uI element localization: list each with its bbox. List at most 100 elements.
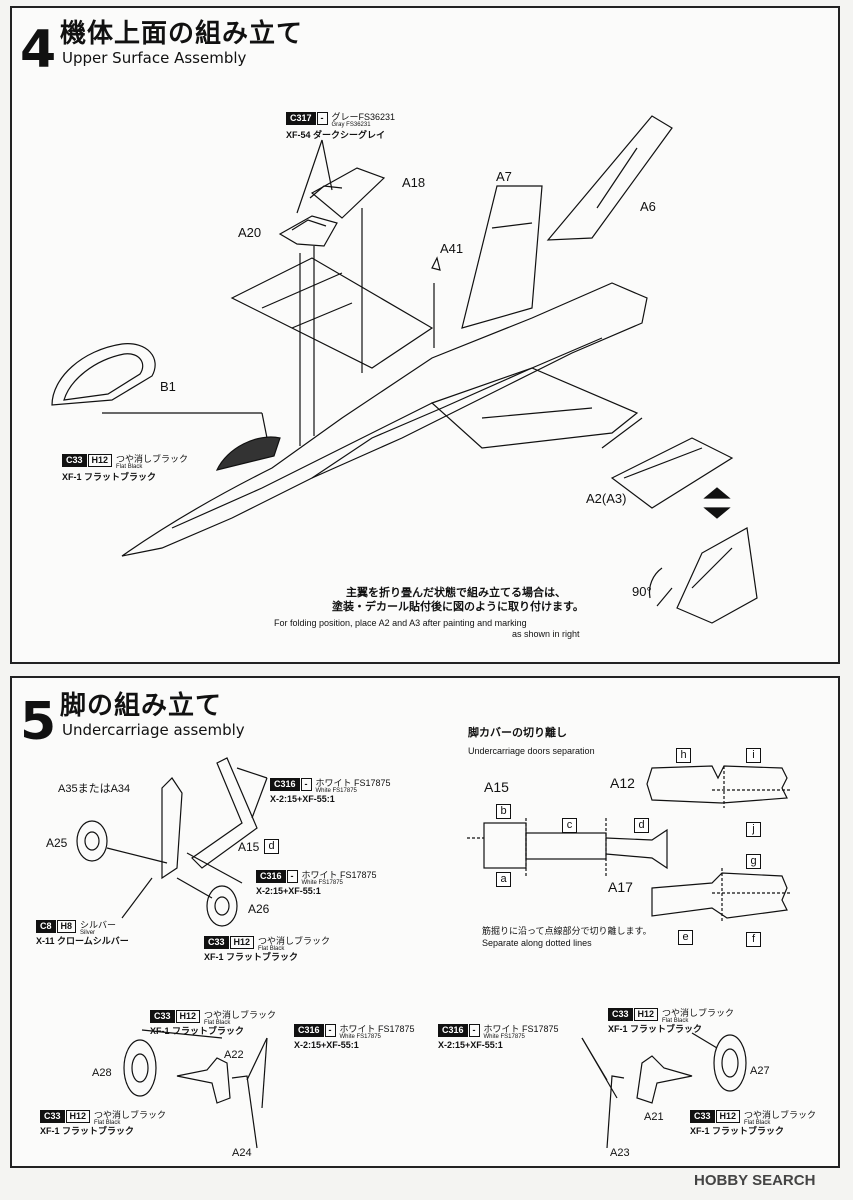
cut-note-en: Separate along dotted lines bbox=[482, 938, 592, 948]
paint-name-jp: つや消しブラック bbox=[744, 1110, 817, 1120]
paint-code-alt: H12 bbox=[633, 1008, 659, 1021]
paint-mix-flat-black-4: XF-1 フラットブラック bbox=[608, 1024, 703, 1034]
paint-name-jp: ホワイト FS17875 bbox=[339, 1024, 415, 1034]
step-5-panel: 5 脚の組み立て Undercarriage assembly bbox=[10, 676, 840, 1168]
paint-code: C316 bbox=[438, 1024, 468, 1037]
paint-mix-white-3: X-2:15+XF-55:1 bbox=[294, 1040, 359, 1050]
step-number: 5 bbox=[20, 692, 57, 752]
paint-mix-flat-black-3: XF-1 フラットブラック bbox=[40, 1126, 135, 1136]
paint-info: グレーFS36231 Gray FS36231 bbox=[332, 112, 396, 129]
box-label-b: b bbox=[496, 804, 511, 819]
label-a27: A27 bbox=[750, 1065, 770, 1077]
note-jp-2: 塗装・デカール貼付後に図のように取り付けます。 bbox=[332, 601, 584, 613]
paint-name-jp: ホワイト FS17875 bbox=[483, 1024, 559, 1034]
paint-code: C316 bbox=[256, 870, 286, 883]
paint-code: C33 bbox=[150, 1010, 175, 1023]
note-en-2: as shown in right bbox=[512, 629, 580, 639]
box-label-d-small: d bbox=[264, 839, 279, 854]
step-title-jp: 機体上面の組み立て bbox=[60, 19, 304, 49]
label-a7: A7 bbox=[496, 169, 512, 184]
paint-name-en: White FS17875 bbox=[483, 1034, 525, 1040]
paint-mix-white-4: X-2:15+XF-55:1 bbox=[438, 1040, 503, 1050]
paint-code: C33 bbox=[690, 1110, 715, 1123]
label-a12: A12 bbox=[610, 775, 635, 791]
step-title-en: Upper Surface Assembly bbox=[62, 49, 247, 67]
cut-note-jp: 筋掘りに沿って点線部分で切り離します。 bbox=[482, 926, 652, 936]
label-a41: A41 bbox=[440, 241, 464, 256]
paint-code-alt: - bbox=[286, 870, 298, 883]
doors-title-en: Undercarriage doors separation bbox=[468, 746, 595, 756]
paint-code-gray: C317 - グレーFS36231 Gray FS36231 bbox=[286, 112, 395, 129]
note-en-1: For folding position, place A2 and A3 af… bbox=[274, 618, 527, 628]
label-90-degrees: 90° bbox=[632, 584, 652, 599]
box-label-f: f bbox=[746, 932, 761, 947]
paint-code: C316 bbox=[270, 778, 300, 791]
box-label-d: d bbox=[634, 818, 649, 833]
paint-mix-flat-black-1: XF-1 フラットブラック bbox=[204, 952, 299, 962]
label-a21: A21 bbox=[644, 1111, 664, 1123]
paint-code-alt: - bbox=[468, 1024, 480, 1037]
undercarriage-diagram bbox=[76, 757, 792, 1149]
paint-code: C316 bbox=[294, 1024, 324, 1037]
step-title-jp: 脚の組み立て bbox=[60, 691, 223, 721]
paint-mix-white-2: X-2:15+XF-55:1 bbox=[256, 886, 321, 896]
box-label-h: h bbox=[676, 748, 691, 763]
label-a15-small: A15 bbox=[238, 840, 260, 854]
paint-code-alt: H12 bbox=[229, 936, 255, 949]
paint-name-en: Flat Black bbox=[744, 1120, 771, 1126]
paint-name-jp: グレーFS36231 bbox=[331, 112, 396, 122]
paint-code-alt: H12 bbox=[65, 1110, 91, 1123]
label-a17: A17 bbox=[608, 879, 633, 895]
label-a23: A23 bbox=[610, 1147, 630, 1159]
box-label-j: j bbox=[746, 822, 761, 837]
paint-code-flat-black: C33 H12 つや消しブラック Flat Black bbox=[62, 454, 188, 471]
doors-title-jp: 脚カバーの切り離し bbox=[468, 727, 567, 739]
paint-mix-flat-black: XF-1 フラットブラック bbox=[62, 472, 157, 482]
paint-code-alt: H12 bbox=[715, 1110, 741, 1123]
label-a24: A24 bbox=[232, 1147, 252, 1159]
label-a25: A25 bbox=[46, 836, 68, 850]
paint-name-en: Flat Black bbox=[116, 464, 143, 470]
paint-name-en: White FS17875 bbox=[301, 880, 343, 886]
paint-name-en: Flat Black bbox=[204, 1020, 231, 1026]
label-a2-a3: A2(A3) bbox=[586, 491, 627, 506]
paint-name-en: White FS17875 bbox=[339, 1034, 381, 1040]
box-label-a: a bbox=[496, 872, 511, 887]
paint-name-jp: ホワイト FS17875 bbox=[315, 778, 391, 788]
label-a18: A18 bbox=[402, 175, 426, 190]
step-title-en: Undercarriage assembly bbox=[62, 721, 245, 739]
label-a6: A6 bbox=[640, 199, 656, 214]
paint-name-jp: シルバー bbox=[80, 920, 117, 930]
paint-code: C33 bbox=[62, 454, 87, 467]
box-label-c: c bbox=[562, 818, 577, 833]
paint-code: C33 bbox=[40, 1110, 65, 1123]
paint-code-alt: - bbox=[316, 112, 328, 125]
hobby-search-watermark: HOBBY SEARCH bbox=[694, 1172, 816, 1189]
paint-mix-gray: XF-54 ダークシーグレイ bbox=[286, 130, 386, 140]
paint-mix-flat-black-2: XF-1 フラットブラック bbox=[150, 1026, 245, 1036]
paint-code-alt: H12 bbox=[175, 1010, 201, 1023]
paint-name-en: Silver bbox=[80, 930, 96, 936]
paint-name-jp: つや消しブラック bbox=[258, 936, 331, 946]
paint-code: C33 bbox=[204, 936, 229, 949]
note-jp-1: 主翼を折り畳んだ状態で組み立てる場合は、 bbox=[346, 587, 566, 599]
box-label-g: g bbox=[746, 854, 761, 869]
label-a20: A20 bbox=[238, 225, 262, 240]
